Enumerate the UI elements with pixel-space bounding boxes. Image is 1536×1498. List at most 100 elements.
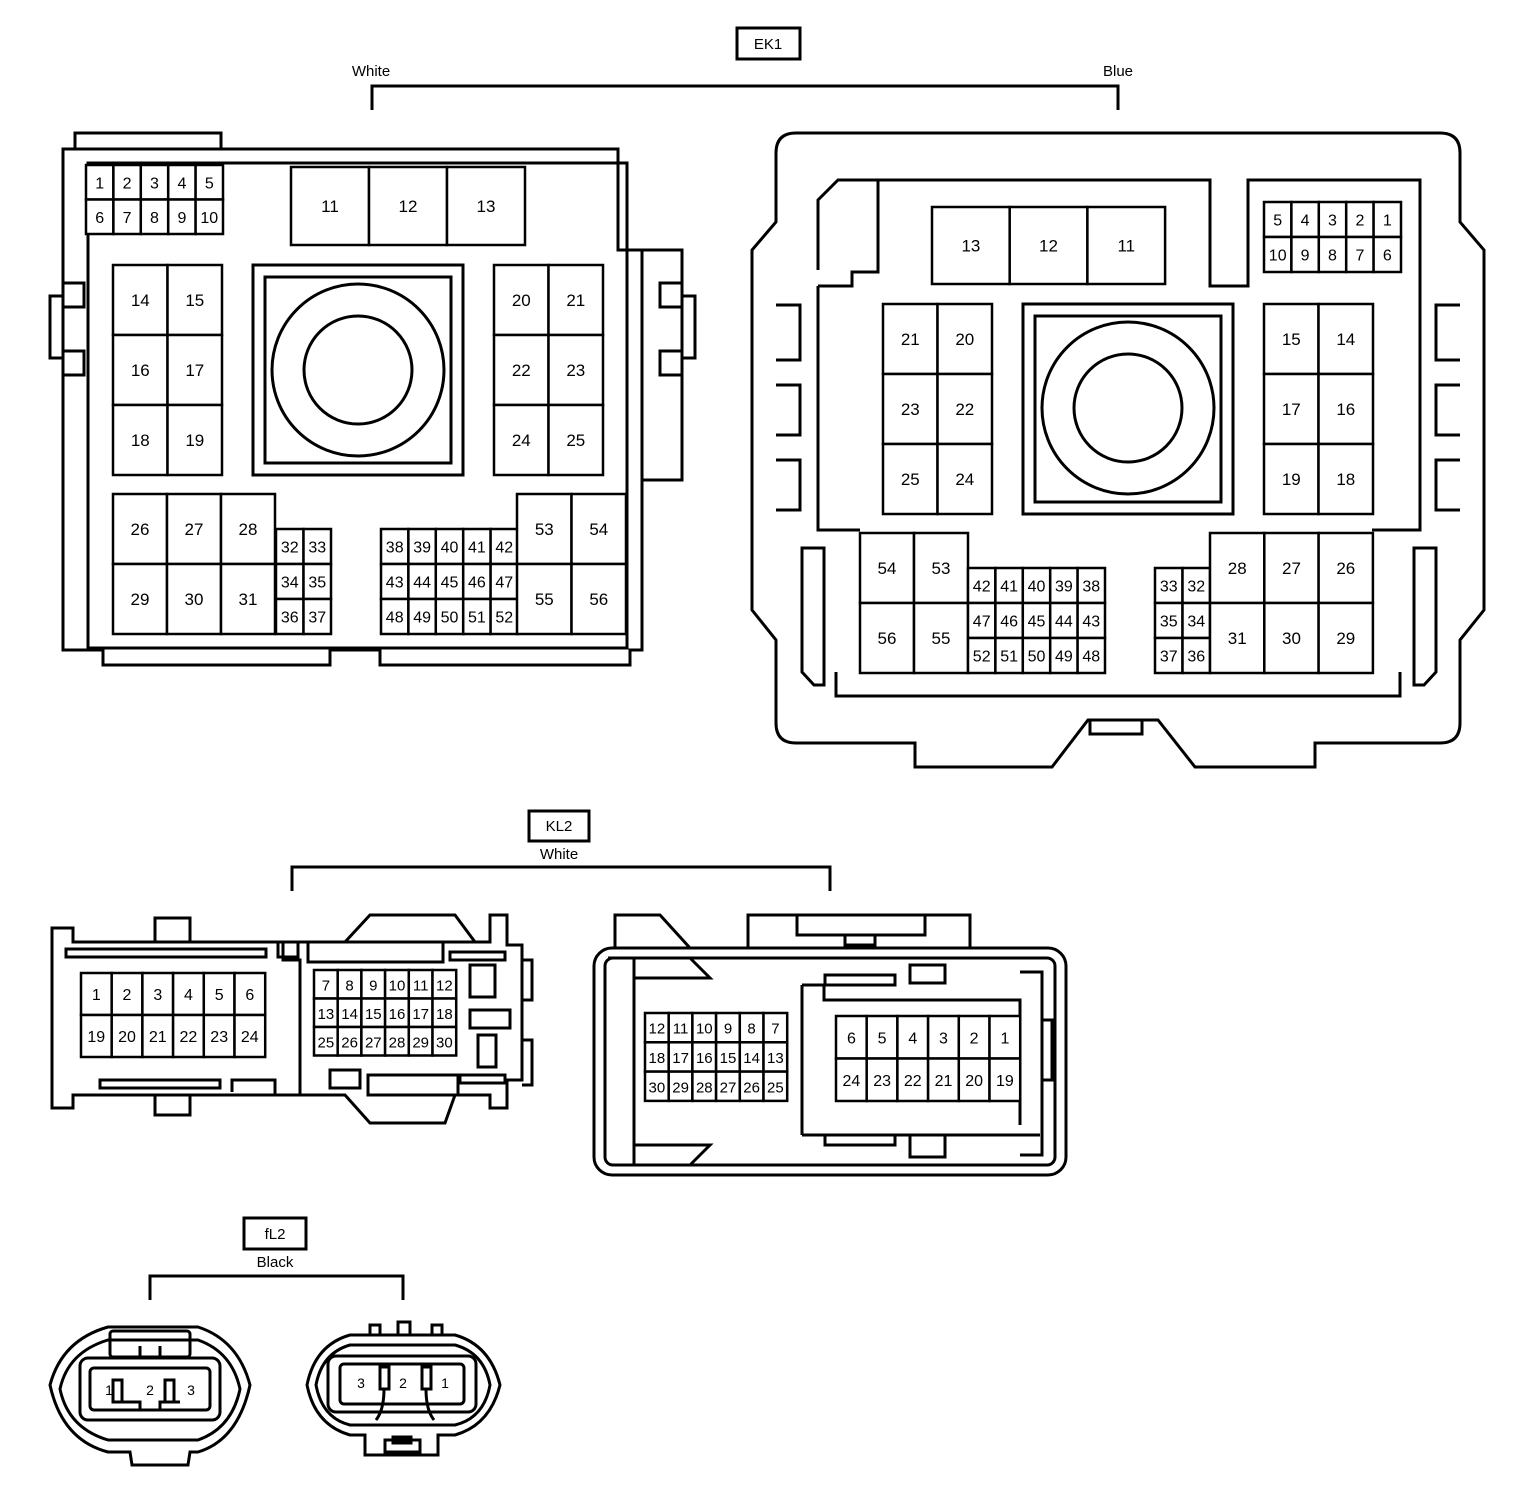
ek1-white-pin-label: 39 — [413, 540, 431, 557]
ek1-blue-pin-cell: 12 — [1008, 205, 1089, 286]
ek1-white-pin-label: 55 — [535, 590, 554, 609]
ek1-blue-pin-label: 31 — [1228, 629, 1247, 648]
ek1-white-pin-cell: 15 — [166, 263, 224, 337]
ek1-blue-pin-label: 35 — [1160, 614, 1178, 631]
ek1-blue-pin-box — [1290, 200, 1321, 239]
ek1-white-pin-cell: 28 — [219, 492, 277, 566]
ek1-blue-pin-cell: 48 — [1076, 636, 1107, 675]
ek1-white-pin-label: 51 — [468, 610, 486, 627]
ek1-white-pin-label: 8 — [150, 210, 159, 227]
ek1-white-pin-label: 44 — [413, 575, 431, 592]
kl2-left-pin-box — [141, 1013, 175, 1059]
ek1-blue-pin-box — [858, 531, 916, 605]
ek1-blue-pin-cell: 54 — [858, 531, 916, 605]
ek1-blue-center-boss — [1021, 302, 1235, 516]
kl2-left-pin-label: 11 — [413, 977, 429, 994]
ek1-blue-pin-box — [1208, 601, 1266, 675]
ek1-white-pin-cell: 19 — [166, 403, 224, 477]
kl2-bracket — [290, 865, 832, 891]
kl2-left-pin-label: 13 — [318, 1006, 335, 1023]
kl2-left-pin-label: 4 — [184, 987, 193, 1004]
ek1-blue-pin-label: 7 — [1355, 248, 1364, 265]
kl2-left-pin-label: 10 — [389, 977, 406, 994]
ek1-blue-pin-cell: 8 — [1317, 235, 1348, 274]
ek1-white-pin-box — [302, 562, 333, 601]
ek1-white-pin-label: 25 — [566, 431, 585, 450]
ek1-blue-pin-label: 49 — [1055, 649, 1073, 666]
kl2-left-pin-box — [233, 1013, 267, 1059]
ek1-blue-pin-box — [936, 302, 994, 376]
kl2-right-pin-cell: 11 — [667, 1011, 694, 1044]
ek1-blue-pin-label: 4 — [1301, 213, 1310, 230]
kl2-left-pin-cell: 28 — [383, 1025, 411, 1057]
kl2-left-pin-label: 25 — [318, 1034, 335, 1051]
ek1-blue-pin-box — [1290, 235, 1321, 274]
ek1-white-pin-label: 34 — [281, 575, 299, 592]
fl2-right-housing — [305, 1320, 502, 1457]
ek1-blue-pin-label: 40 — [1028, 579, 1046, 596]
kl2-right-pin-box — [988, 1014, 1022, 1060]
ek1-blue-pin-cell: 32 — [1181, 566, 1212, 605]
ek1-blue-pin-cell: 9 — [1290, 235, 1321, 274]
kl2-left-pin-label: 14 — [341, 1006, 358, 1023]
ek1-white-pin-box — [547, 333, 605, 407]
ek1-white-pin-cell: 43 — [379, 562, 410, 601]
kl2-right-pin-label: 25 — [767, 1079, 784, 1096]
ek1-white-pin-label: 15 — [185, 291, 204, 310]
ek1-blue-pin-box — [1076, 636, 1107, 675]
ek1-white-pin-label: 13 — [477, 197, 496, 216]
kl2-right-pin-label: 17 — [672, 1050, 689, 1067]
kl2-id-label: KL2 — [546, 818, 573, 835]
ek1-white-pin-cell: 10 — [194, 198, 225, 236]
kl2-left-pin-cell: 13 — [312, 997, 339, 1029]
ek1-blue-pin-box — [1208, 531, 1266, 605]
ek1-blue-pin-cell: 45 — [1021, 601, 1052, 640]
ek1-white-pin-label: 14 — [131, 291, 150, 310]
ek1-white-pin-label: 22 — [512, 361, 531, 380]
ek1-white-pin-label: 52 — [495, 610, 513, 627]
ek1-blue-pin-box — [881, 442, 939, 516]
ek1-white-pin-cell: 2 — [112, 163, 143, 201]
kl2-right-pin-label: 14 — [743, 1050, 760, 1067]
ek1-white-pin-cell: 32 — [274, 527, 305, 566]
ek1-white-pin-cell: 1 — [84, 163, 115, 201]
ek1-white-pin-label: 38 — [386, 540, 404, 557]
ek1-white-pin-box — [165, 492, 223, 566]
ek1-blue-pin-cell: 17 — [1262, 372, 1320, 446]
ek1-blue-pin-box — [936, 372, 994, 446]
ek1-white-pin-label: 21 — [566, 291, 585, 310]
ek1-blue-pin-label: 42 — [973, 579, 991, 596]
ek1-blue-pin-cell: 2 — [1344, 200, 1375, 239]
kl2-left-pin-label: 24 — [241, 1029, 259, 1046]
kl2-right-pin-cell: 14 — [738, 1041, 765, 1073]
ek1-blue-pin-label: 28 — [1228, 559, 1247, 578]
ek1-blue-pin-box — [936, 442, 994, 516]
ek1-white-pin-box — [445, 165, 527, 247]
ek1-blue-pin-label: 38 — [1082, 579, 1100, 596]
ek1-white-pin-box — [461, 562, 492, 601]
ek1-blue-pin-cell: 22 — [936, 372, 994, 446]
ek1-white-pin-cell: 39 — [407, 527, 438, 566]
ek1-blue-pin-label: 48 — [1082, 649, 1100, 666]
ek1-blue-pin-box — [966, 636, 997, 675]
ek1-white-pin-label: 50 — [441, 610, 459, 627]
kl2-right-pin-box — [834, 1014, 868, 1060]
ek1-blue-pin-cell: 52 — [966, 636, 997, 675]
ek1-blue-pin-label: 15 — [1282, 330, 1301, 349]
kl2-right-pin-cell: 15 — [714, 1041, 742, 1073]
ek1-white-pin-label: 31 — [239, 590, 258, 609]
kl2-right-pin-cell: 29 — [667, 1070, 694, 1103]
ek1-white-pin-box — [489, 527, 520, 566]
ek1-white-pin-box — [302, 597, 333, 636]
ek1-blue-pin-label: 18 — [1336, 470, 1355, 489]
kl2-left-pin-cell: 3 — [141, 971, 175, 1017]
ek1-blue-pin-box — [1262, 235, 1293, 274]
kl2-right-pin-label: 18 — [649, 1050, 666, 1067]
fl2-right-pin-label: 1 — [441, 1375, 449, 1391]
ek1-blue-pin-cell: 47 — [966, 601, 997, 640]
ek1-white-pin-box — [166, 333, 224, 407]
ek1-white-pin-cell: 14 — [111, 263, 169, 337]
kl2-right-pin-cell: 19 — [988, 1057, 1022, 1103]
ek1-blue-pin-label: 50 — [1028, 649, 1046, 666]
ek1-blue-pin-label: 14 — [1336, 330, 1355, 349]
